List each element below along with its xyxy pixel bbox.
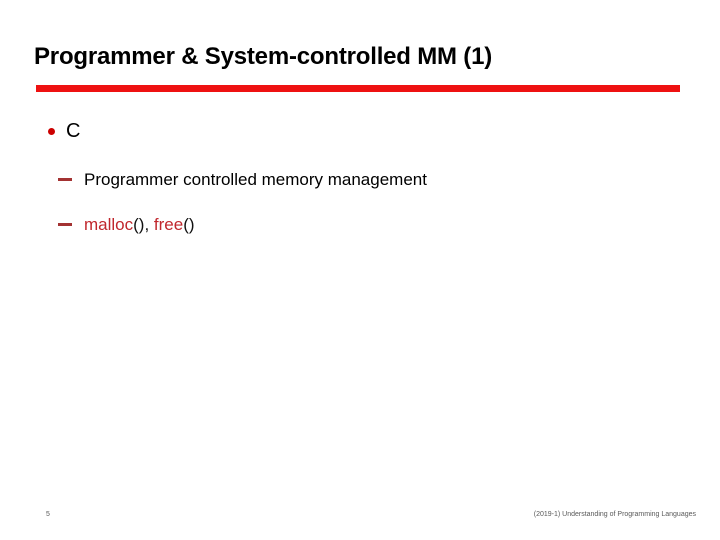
slide-body: C Programmer controlled memory managemen… xyxy=(36,118,684,258)
em-dash-bullet-icon xyxy=(58,178,72,181)
footer-page-number: 5 xyxy=(46,511,50,518)
title-underline-rule xyxy=(36,85,680,92)
em-dash-bullet-icon xyxy=(58,223,72,226)
list-item: malloc(), free() xyxy=(36,213,684,236)
list-item-label: C xyxy=(66,120,81,142)
code-separator-2: () xyxy=(183,215,195,234)
code-function-malloc: malloc xyxy=(84,215,134,234)
page-title: Programmer & System-controlled MM (1) xyxy=(34,43,493,70)
list-item: C xyxy=(36,118,684,144)
list-item: Programmer controlled memory management xyxy=(36,168,684,191)
code-separator-1: (), xyxy=(133,215,154,234)
list-item-label: Programmer controlled memory management xyxy=(84,170,427,189)
footer-course-label: (2019-1) Understanding of Programming La… xyxy=(533,511,696,518)
code-function-free: free xyxy=(153,215,184,234)
round-dot-bullet-icon xyxy=(48,128,55,135)
